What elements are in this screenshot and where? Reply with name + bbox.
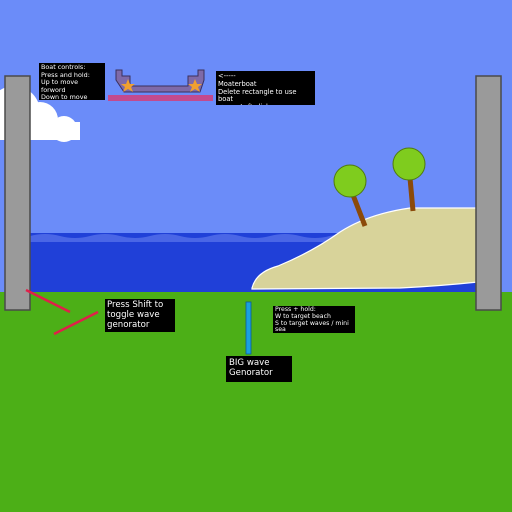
right-pillar [475,75,502,311]
tree-leaves-left [333,164,367,198]
tree-trunk-right [407,177,416,212]
shift-toggle-label: Press Shift to toggle wave genorator [105,299,175,332]
tree-trunk-left [350,194,368,227]
island[interactable] [251,207,479,290]
motorboat-icon[interactable] [115,69,205,93]
boat-controls-label: Boat controls: Press and hold: Up to mov… [39,63,105,100]
wave-target-label: Press + hold: W to target beach S to tar… [273,306,355,333]
left-pillar [4,75,31,311]
big-wave-generator-label: BIG wave Genorator [226,356,292,382]
boat-spawn-rectangle[interactable] [108,95,213,101]
moaterboat-spawn-label: <----- Moaterboat Delete rectangle to us… [216,71,315,105]
big-wave-generator[interactable] [245,301,252,355]
wave-toggle-lever[interactable] [25,288,99,336]
tree-leaves-right [392,147,426,181]
ground [0,292,512,512]
